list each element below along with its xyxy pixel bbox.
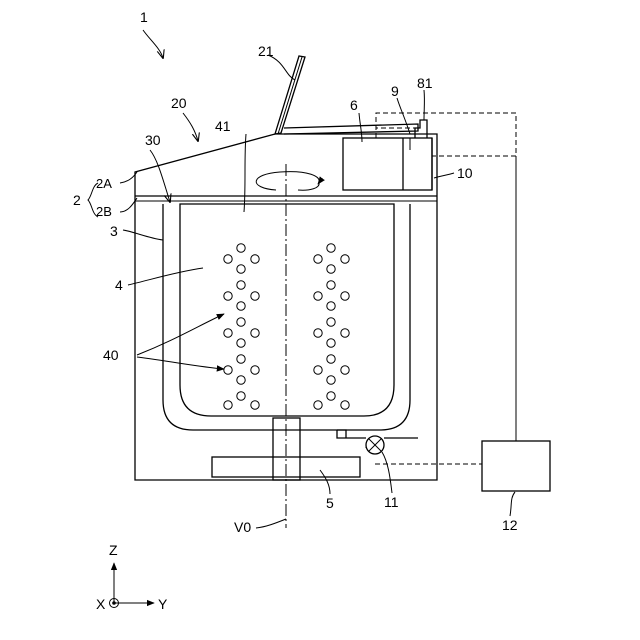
label-81: 81 [417,75,433,91]
label-5: 5 [326,495,334,511]
label-2: 2 [73,192,81,208]
tub-hole [314,255,322,263]
tub-hole [341,366,349,374]
tub-hole [341,255,349,263]
label-Z: Z [109,542,118,558]
tub-hole [237,355,245,363]
tub-hole [224,255,232,263]
label-12: 12 [502,517,518,533]
label-2B: 2B [96,204,112,219]
tub-hole [327,376,335,384]
label-40: 40 [103,347,119,363]
label-9: 9 [391,83,399,99]
tub-hole [314,401,322,409]
label-3: 3 [110,223,118,239]
label-41: 41 [215,118,231,134]
coordinate-axes [110,563,155,608]
label-10: 10 [457,165,473,181]
tub-hole [341,401,349,409]
drain-valve [337,430,418,454]
tub-hole [341,329,349,337]
tub-hole [237,244,245,252]
rotation-arrow [256,172,319,191]
tub-hole [314,329,322,337]
tub-hole [237,376,245,384]
label-Y: Y [158,596,168,612]
label-20: 20 [171,95,187,111]
tub-hole [327,392,335,400]
tub-hole [237,392,245,400]
leader-lines [88,30,515,528]
tub-hole [224,329,232,337]
tub-hole [251,255,259,263]
tub-hole [327,281,335,289]
tub-hole [327,339,335,347]
tub-hole [327,302,335,310]
reference-labels: 1 20 21 30 41 6 9 81 10 2 2A 2B 3 4 40 5… [73,9,518,612]
tub-hole [224,401,232,409]
tub-hole [251,292,259,300]
tub-hole [327,265,335,273]
tub-hole [341,292,349,300]
label-4: 4 [115,277,123,293]
label-6: 6 [350,97,358,113]
tub-hole [237,265,245,273]
signal-lines [375,113,516,464]
tub-hole [314,292,322,300]
tub-hole [327,318,335,326]
tub-hole [237,339,245,347]
outer-tub [163,204,410,430]
tub-hole [251,329,259,337]
label-21: 21 [258,43,274,59]
tub-hole [251,401,259,409]
tub-hole [224,366,232,374]
controller-box [482,441,550,491]
tub-hole [224,292,232,300]
inner-tub [180,204,394,416]
label-fig: 1 [140,9,148,25]
tub-hole [327,244,335,252]
label-2A: 2A [96,176,112,191]
label-30: 30 [145,132,161,148]
tub-hole [237,318,245,326]
tub-hole [237,281,245,289]
tub-hole [314,366,322,374]
label-X: X [96,596,106,612]
label-V0: V0 [234,519,251,535]
tub-hole [237,302,245,310]
label-11: 11 [384,494,399,510]
tub-hole [251,366,259,374]
tub-hole [327,355,335,363]
